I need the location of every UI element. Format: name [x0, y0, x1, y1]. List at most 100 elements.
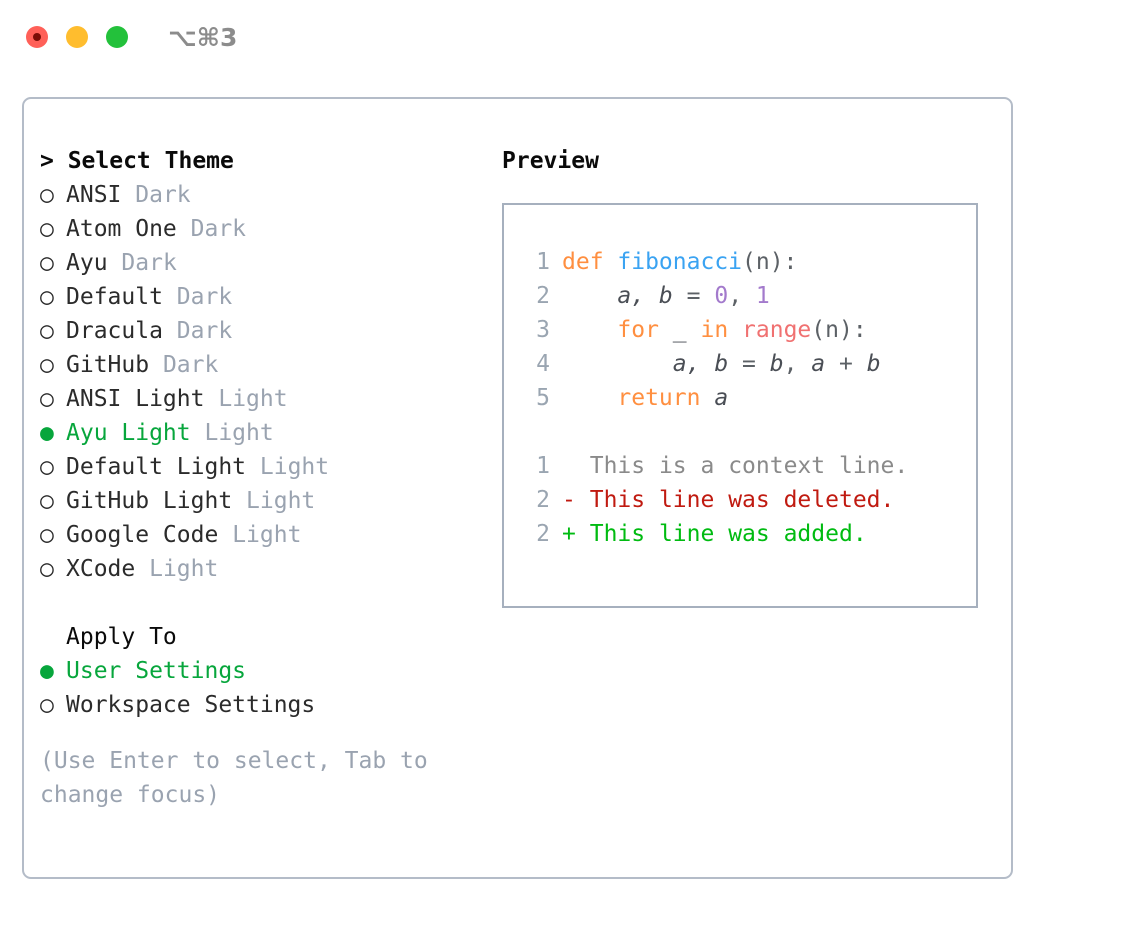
maximize-button-icon[interactable] — [106, 26, 128, 48]
code-token-punct: , — [783, 351, 812, 377]
label-spacer — [204, 386, 218, 412]
code-token-plain — [562, 385, 617, 411]
code-token-punct: = — [728, 351, 770, 377]
code-token-plain — [562, 317, 617, 343]
title-bar: ⌥⌘3 — [0, 0, 1140, 78]
label-spacer — [121, 182, 135, 208]
theme-option-label: Atom One — [66, 216, 177, 242]
diff-line-number: 2 — [536, 487, 550, 513]
keyboard-shortcut-label: ⌥⌘3 — [168, 23, 238, 52]
theme-option-google-code[interactable]: ○Google Code Light — [40, 518, 480, 552]
label-spacer — [232, 488, 246, 514]
code-line-number: 2 — [536, 283, 550, 309]
window-controls — [26, 26, 128, 48]
code-line: 5 return a — [520, 381, 970, 415]
minimize-button-icon[interactable] — [66, 26, 88, 48]
code-token-var: b — [769, 351, 784, 377]
theme-option-label: Default — [66, 284, 163, 310]
theme-option-atom-one[interactable]: ○ Atom One Dark — [40, 212, 480, 246]
diff-line-number: 2 — [536, 521, 550, 547]
theme-option-variant: Dark — [121, 250, 177, 276]
code-token-plain — [562, 283, 617, 309]
theme-list: ○ANSI Dark○Atom One Dark○Ayu Dark○Defaul… — [40, 178, 480, 586]
code-token-var: a, b — [617, 283, 673, 309]
list-spacer — [40, 586, 480, 620]
code-token-punct: = — [672, 283, 715, 309]
label-spacer — [191, 420, 205, 446]
code-token-punct: + — [825, 351, 867, 377]
theme-option-dracula[interactable]: ○Dracula Dark — [40, 314, 480, 348]
hint-spacer — [40, 722, 480, 744]
apply-to-header: Apply To — [66, 624, 177, 650]
diff-sign-spacer — [576, 487, 590, 513]
theme-option-variant: Light — [232, 522, 302, 548]
diff-block: 1 This is a context line.2- This line wa… — [520, 449, 970, 551]
code-token-var: a, b — [672, 351, 729, 377]
code-line-number: 3 — [536, 317, 550, 343]
theme-option-default[interactable]: ○ Default Dark — [40, 280, 480, 314]
radio-unselected-icon: ○ — [40, 352, 54, 378]
radio-unselected-icon: ○ — [40, 386, 54, 412]
code-token-punct: (n): — [742, 249, 798, 275]
theme-option-github-light[interactable]: ○GitHub Light Light — [40, 484, 480, 518]
radio-unselected-icon: ○ — [40, 522, 54, 548]
theme-option-ayu-light[interactable]: ●Ayu Light Light — [40, 416, 480, 450]
label-spacer — [135, 556, 149, 582]
theme-option-variant: Dark — [162, 352, 219, 378]
code-line: 2 a, b = 0, 1 — [520, 279, 970, 313]
theme-option-variant: Light — [218, 386, 288, 412]
code-token-kw: return — [617, 385, 715, 411]
theme-option-variant: Dark — [135, 182, 191, 208]
theme-option-variant: Dark — [176, 318, 233, 344]
radio-selected-icon: ● — [40, 658, 54, 684]
apply-to-option-user-settings[interactable]: ●User Settings — [40, 654, 480, 688]
page-title: > Select Theme — [40, 148, 234, 174]
code-token-num: 1 — [755, 283, 770, 309]
radio-unselected-icon: ○ — [40, 318, 54, 344]
preview-title: Preview — [502, 148, 599, 174]
radio-unselected-icon: ○ — [40, 284, 54, 310]
theme-option-ansi[interactable]: ○ANSI Dark — [40, 178, 480, 212]
label-spacer — [108, 250, 122, 276]
label-spacer — [163, 284, 177, 310]
theme-option-github[interactable]: ○GitHub Dark — [40, 348, 480, 382]
theme-option-variant: Light — [246, 488, 316, 514]
label-spacer — [246, 454, 260, 480]
diff-line-text: This is a context line. — [589, 453, 909, 479]
diff-line-text: This line was added. — [589, 521, 867, 547]
radio-unselected-icon: ○ — [40, 692, 54, 718]
diff-sign-spacer — [576, 453, 590, 479]
theme-option-label: Ayu Light — [66, 420, 191, 446]
radio-unselected-icon: ○ — [40, 216, 54, 242]
theme-option-variant: Dark — [190, 216, 247, 242]
code-token-plain — [562, 351, 673, 377]
close-button-icon[interactable] — [26, 26, 48, 48]
radio-unselected-icon: ○ — [40, 488, 54, 514]
theme-option-xcode[interactable]: ○XCode Light — [40, 552, 480, 586]
theme-option-variant: Light — [149, 556, 219, 582]
main-panel: > Select Theme ○ANSI Dark○Atom One Dark○… — [22, 97, 1013, 879]
apply-to-option-workspace-settings[interactable]: ○Workspace Settings — [40, 688, 480, 722]
theme-option-default-light[interactable]: ○Default Light Light — [40, 450, 480, 484]
diff-sign-spacer — [576, 521, 590, 547]
theme-option-ansi-light[interactable]: ○ANSI Light Light — [40, 382, 480, 416]
radio-unselected-icon: ○ — [40, 250, 54, 276]
code-line: 4 a, b = b, a + b — [520, 347, 970, 381]
diff-line-add: 2+ This line was added. — [520, 517, 970, 551]
radio-unselected-icon: ○ — [40, 182, 54, 208]
label-spacer — [218, 522, 232, 548]
theme-option-variant: Dark — [176, 284, 233, 310]
code-token-fn: fibonacci — [617, 249, 743, 275]
theme-option-variant: Light — [259, 454, 330, 480]
code-token-num: 0 — [714, 283, 729, 309]
theme-option-ayu[interactable]: ○Ayu Dark — [40, 246, 480, 280]
code-token-var: a — [714, 385, 729, 411]
code-diff-separator — [520, 415, 970, 449]
theme-picker-column: > Select Theme ○ANSI Dark○Atom One Dark○… — [40, 144, 480, 812]
